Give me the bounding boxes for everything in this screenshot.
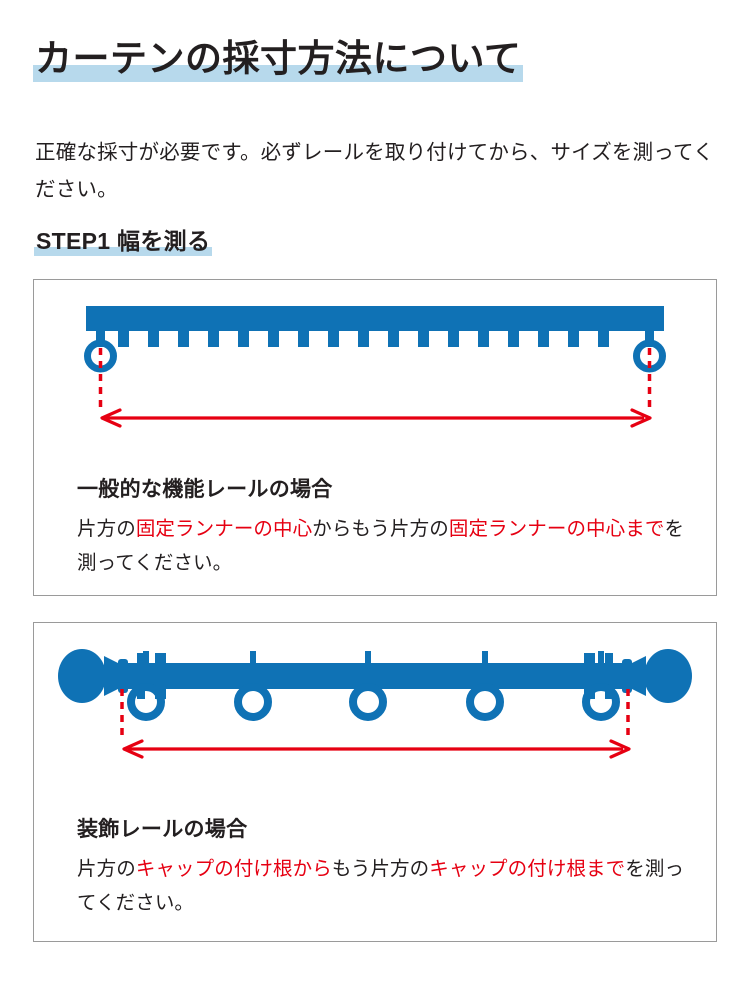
page-title-wrapper: カーテンの採寸方法について bbox=[33, 38, 717, 82]
measure-arrow-decorative bbox=[122, 739, 631, 759]
functional-curtain-rail-diagram bbox=[84, 306, 666, 428]
curtain-ring-2 bbox=[234, 683, 272, 721]
caption-body: 片方のキャップの付け根からもう片方のキャップの付け根までを測ってください。 bbox=[77, 852, 697, 920]
step-heading-wrapper: STEP1 幅を測る bbox=[34, 222, 213, 256]
fixed-runner-left-stem bbox=[96, 331, 105, 347]
curtain-ring-3 bbox=[349, 683, 387, 721]
fixed-runner-left bbox=[84, 331, 117, 373]
caption-seg-1: 片方の bbox=[77, 518, 136, 540]
bracket-left bbox=[137, 653, 166, 699]
step1-heading: STEP1 幅を測る bbox=[34, 228, 213, 256]
caption-seg-5: を測ってください。 bbox=[77, 518, 685, 575]
caption-seg-3: もう片方の bbox=[331, 858, 430, 880]
rail-bar bbox=[86, 306, 664, 331]
caption-decorative-rail: 装飾レールの場合 片方のキャップの付け根からもう片方のキャップの付け根までを測っ… bbox=[77, 813, 697, 920]
curtain-ring-5 bbox=[582, 683, 620, 721]
caption-seg-5: を測ってください。 bbox=[77, 858, 685, 915]
bracket-right bbox=[584, 653, 613, 699]
curtain-ring-1 bbox=[127, 683, 165, 721]
caption-functional-rail: 一般的な機能レールの場合 片方の固定ランナーの中心からもう片方の固定ランナーの中… bbox=[77, 473, 697, 580]
fixed-runner-left-ring bbox=[84, 339, 117, 373]
caption-heading: 装飾レールの場合 bbox=[77, 818, 248, 841]
caption-heading: 一般的な機能レールの場合 bbox=[77, 478, 333, 501]
measure-arrow-functional bbox=[100, 408, 652, 428]
caption-seg-4-highlight: キャップの付け根まで bbox=[429, 858, 626, 880]
figure-box-decorative-rail: 装飾レールの場合 片方のキャップの付け根からもう片方のキャップの付け根までを測っ… bbox=[33, 622, 717, 942]
figure-box-functional-rail: 一般的な機能レールの場合 片方の固定ランナーの中心からもう片方の固定ランナーの中… bbox=[33, 279, 717, 596]
caption-seg-2-highlight: キャップの付け根から bbox=[135, 858, 332, 880]
fixed-runner-right-ring bbox=[633, 339, 666, 373]
arrowhead-left bbox=[122, 739, 144, 759]
finial-cap-right bbox=[622, 649, 692, 703]
curtain-ring-4 bbox=[466, 683, 504, 721]
decorative-curtain-rail-diagram bbox=[58, 649, 692, 759]
caption-body: 片方の固定ランナーの中心からもう片方の固定ランナーの中心までを測ってください。 bbox=[77, 512, 697, 580]
ring-stems-group bbox=[143, 651, 604, 691]
arrowhead-right bbox=[609, 739, 631, 759]
caption-seg-4-highlight: 固定ランナーの中心まで bbox=[448, 518, 665, 540]
arrowhead-left bbox=[100, 408, 122, 428]
caption-seg-1: 片方の bbox=[77, 858, 136, 880]
runner-tabs-group bbox=[118, 331, 609, 347]
intro-paragraph: 正確な採寸が必要です。必ずレールを取り付けてから、サイズを測ってください。 bbox=[35, 140, 714, 202]
caption-seg-3: からもう片方の bbox=[312, 518, 449, 540]
fixed-runner-right-stem bbox=[645, 331, 654, 347]
curtain-rings-group bbox=[127, 683, 620, 721]
fixed-runner-right bbox=[633, 331, 666, 373]
page-title: カーテンの採寸方法について bbox=[33, 38, 524, 82]
caption-seg-2-highlight: 固定ランナーの中心 bbox=[135, 518, 313, 540]
arrowhead-right bbox=[630, 408, 652, 428]
finial-cap-left bbox=[58, 649, 128, 703]
